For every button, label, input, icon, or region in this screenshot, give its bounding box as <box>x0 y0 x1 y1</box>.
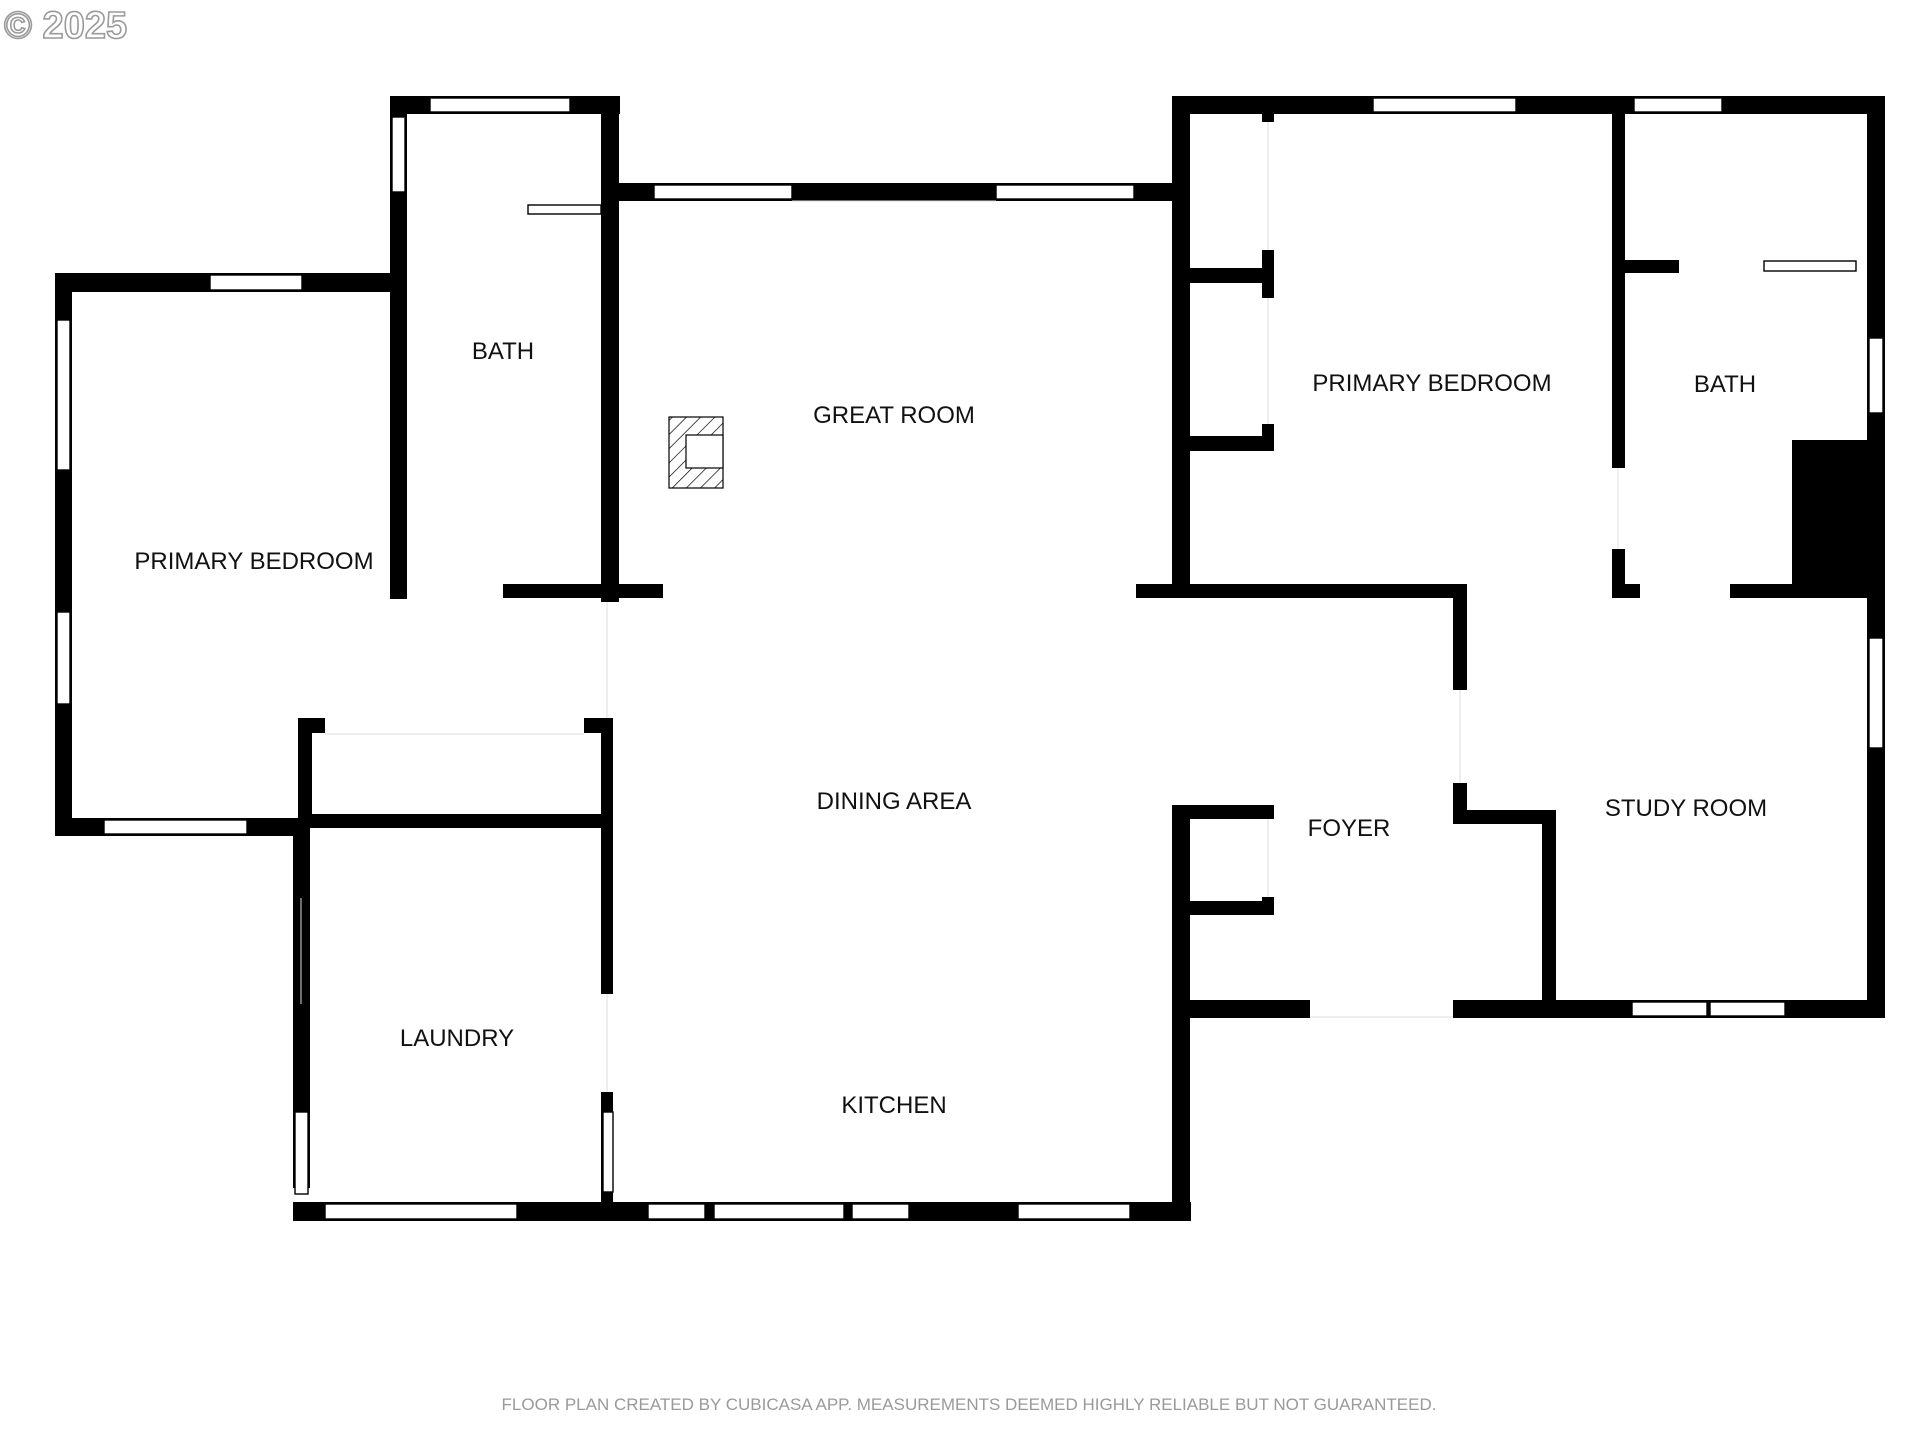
room-label-kitchen: KITCHEN <box>841 1092 946 1119</box>
room-label-study-room: STUDY ROOM <box>1605 795 1767 822</box>
walls <box>55 96 1885 1221</box>
windows <box>56 97 1884 1220</box>
room-label-foyer: FOYER <box>1308 815 1391 842</box>
room-label-primary-bedroom-west: PRIMARY BEDROOM <box>134 548 373 575</box>
room-label-dining-area: DINING AREA <box>817 788 972 815</box>
room-label-great-room: GREAT ROOM <box>813 402 975 429</box>
room-label-primary-bedroom-east: PRIMARY BEDROOM <box>1312 370 1551 397</box>
openings <box>300 122 1619 1092</box>
footer-disclaimer: FLOOR PLAN CREATED BY CUBICASA APP. MEAS… <box>502 1395 1437 1414</box>
room-label-bath-west: BATH <box>472 338 534 365</box>
room-label-laundry: LAUNDRY <box>400 1025 514 1052</box>
copyright-watermark: © 2025 <box>4 5 127 47</box>
fireplace-symbol <box>668 416 724 489</box>
room-labels: PRIMARY BEDROOM BATH GREAT ROOM DINING A… <box>134 338 1767 1119</box>
room-label-bath-east: BATH <box>1694 371 1756 398</box>
